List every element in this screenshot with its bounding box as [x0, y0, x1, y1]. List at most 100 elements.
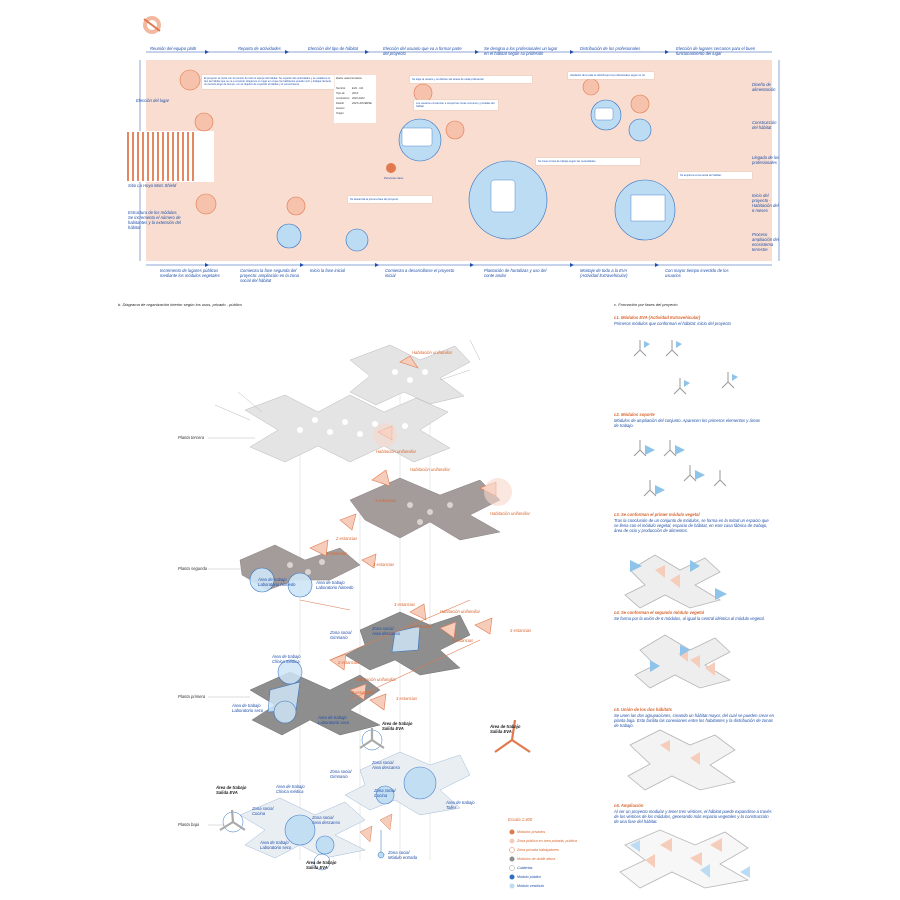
info-row-label: Origen — [336, 112, 344, 115]
label-hab-conf-3: Habitación unifamiliar — [356, 677, 397, 682]
label-hab-ind-3: Habitación unifamiliar — [490, 511, 531, 516]
formation-step-title: c4. Se conforman el segundo módulo veget… — [614, 610, 705, 615]
top-label-1: Reunión del equipo plaltr — [150, 46, 197, 51]
bottom-label-3: Inicio la fase inicial — [310, 268, 345, 273]
logo-icon — [143, 16, 161, 34]
timeline-note: Se crean zonas de trabajo según las nece… — [536, 158, 640, 166]
right-label-5: Proceso ampliación del ecosistema terres… — [752, 232, 779, 252]
formation-step-text: Se forma por la unión de 6 módulos, al i… — [614, 616, 765, 621]
formation-step-text: Primeros módulos que conforman el hábita… — [614, 321, 731, 326]
formation-step-title: c5. Unión de los dos hábitats — [614, 707, 672, 712]
info-row-value: 2023 UNIVERSE — [352, 102, 372, 105]
person-note: Personas clave — [384, 176, 404, 180]
left-label-1: Elección del lugar — [136, 98, 170, 103]
site-label: Sitio La Hoya Mars Shield — [128, 183, 177, 188]
formation-c6 — [619, 829, 750, 889]
bottom-label-7: Con mayor tiempo invertido de los usuari… — [665, 268, 729, 278]
timeline-note: Se desarrolla la primera fase del proyec… — [348, 196, 432, 204]
formation-step-text: Se unen las dos agrupaciones, creando un… — [614, 713, 774, 728]
site-image — [124, 131, 214, 182]
right-label-4: Inicio del proyecto - Habitación del 6 m… — [752, 193, 779, 213]
timeline-note: El proyecto se inicia con la reunión de … — [202, 75, 334, 89]
legend-title: Escala 1:400 — [508, 817, 533, 822]
formation-step-title: c6. Ampliación — [614, 803, 644, 808]
info-row-value: 20XX — [352, 92, 359, 95]
right-label-3: Llegada de los profesionales — [752, 155, 780, 165]
formation-step-text: Al ser un proyecto modular y tener tres … — [614, 809, 772, 824]
label-estancias-3b: 3 estancias — [373, 562, 395, 567]
info-row-value: 2022-2023 — [352, 97, 365, 100]
label-estancias-2c: 2 estancias — [410, 624, 432, 629]
timeline-note: Los usuarios comienzan a ocupar las zona… — [414, 100, 498, 111]
top-label-5: Se designa a los profesionales un lugar … — [484, 46, 558, 56]
right-label-2: Construcción del hábitat — [752, 120, 777, 130]
floor-label-ground: Planta baja — [178, 822, 199, 827]
bottom-label-4: Comienza a desarrollarse el proyecto ini… — [385, 268, 455, 278]
top-label-4: Elección del usuario que va a formar par… — [383, 46, 462, 56]
formation-step-text: Tras la conclusión de un conjunto de mód… — [614, 518, 769, 533]
label-estancias-2e: 2 estancias — [338, 660, 360, 665]
label-hab-ind-2: Habitación unifamiliar — [410, 467, 451, 472]
top-label-2: Reparto de actividades — [238, 46, 281, 51]
info-row-label: Nombre — [336, 87, 346, 90]
left-label-2: Estructura de los módulos. Se incrementa… — [128, 210, 181, 230]
floor-second-blue — [249, 567, 313, 598]
label-estancias-3c: 3 estancias — [394, 602, 416, 607]
label-estancias-3d: 3 estancias — [510, 628, 532, 633]
legend-item: Módulos de doble altura — [517, 857, 556, 861]
legend-swatches — [509, 829, 515, 889]
bottom-label-6: Montaje de todo a la EVA (Actividad Extr… — [580, 268, 628, 278]
formation-step-title: c3. Se conforman el primer módulo vegeta… — [614, 512, 700, 517]
legend-item: Módulo público — [517, 875, 542, 879]
bottom-label-5: Plantación de hortalizas y uso del conte… — [484, 268, 547, 278]
info-card — [334, 75, 376, 123]
right-label-1: Diseño de alimentación — [752, 82, 776, 92]
info-row-label: Diseño — [336, 102, 345, 105]
legend-item: Zona pública en área privada, pública — [517, 839, 577, 843]
floor-third — [214, 339, 481, 463]
info-card-title: Datos seleccionados — [336, 76, 362, 80]
legend-item: Cubiertas — [517, 866, 533, 870]
formation-c5 — [627, 729, 736, 791]
info-row-value: EVA - IVA — [352, 87, 364, 90]
formation-c1 — [633, 340, 735, 395]
bottom-label-2: Comienza la fase segunda del proyecto: a… — [240, 268, 299, 283]
label-estancias-2d: 2 estancias — [452, 638, 474, 643]
label-estancias-3e: 3 estancias — [396, 696, 418, 701]
top-label-3: Elección del tipo de hábitat — [308, 46, 359, 51]
info-row-label: Tipo de movimiento — [336, 92, 350, 100]
label-hab-conf: Habitación unifamiliar — [376, 449, 417, 454]
vignette-orange-icons — [179, 69, 650, 219]
label-hab-conf-2: Habitación unifamiliar — [440, 609, 481, 614]
floor-label-third: Planta tercera — [178, 435, 205, 440]
formation-c4 — [634, 634, 732, 689]
info-row-label: Horario — [336, 107, 345, 110]
diagram-title: b. Diagrama de organización interior seg… — [118, 302, 242, 307]
legend-item: Módulos privados — [517, 830, 546, 834]
label-hab-ind: Habitación unifamiliar — [412, 350, 453, 355]
timeline-note: Se elige al usuario y se definen las tar… — [410, 76, 532, 84]
timeline-note: Se amplía la zona social del hábitat. — [678, 172, 752, 180]
floor-label-first: Planta primera — [178, 694, 206, 699]
